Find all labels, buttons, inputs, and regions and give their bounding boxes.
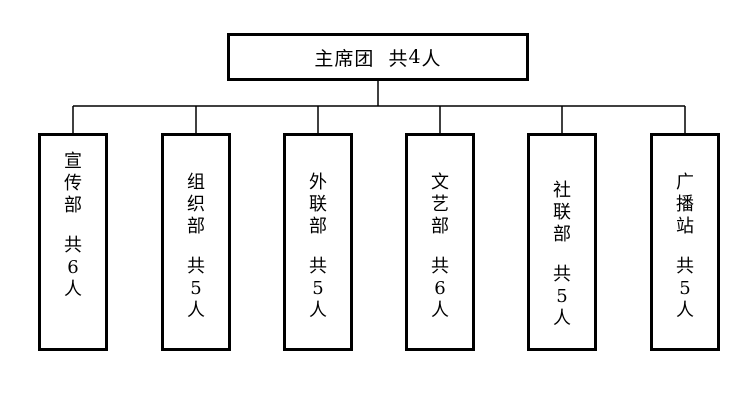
dept-count: 共 5 人	[309, 256, 327, 321]
dept-name: 宣 传 部	[64, 151, 82, 216]
root-node-name: 主席团	[314, 47, 375, 70]
dept-count: 共 6 人	[64, 235, 82, 300]
dept-count: 共 5 人	[553, 264, 571, 329]
dept-name: 文 艺 部	[431, 172, 449, 237]
dept-name: 社 联 部	[553, 180, 571, 245]
root-node-count-unit: 人	[421, 47, 442, 70]
dept-node-organization: 组 织 部 共 5 人	[161, 133, 231, 351]
dept-node-external-relations: 外 联 部 共 5 人	[283, 133, 353, 351]
root-node-presidium: 主席团 共 4 人	[227, 33, 529, 81]
dept-count: 共 5 人	[187, 256, 205, 321]
dept-count: 共 6 人	[431, 256, 449, 321]
dept-name: 组 织 部	[187, 172, 205, 237]
dept-node-propaganda: 宣 传 部 共 6 人	[38, 133, 108, 351]
dept-node-club-liaison: 社 联 部 共 5 人	[527, 133, 597, 351]
dept-node-broadcast-station: 广 播 站 共 5 人	[650, 133, 720, 351]
dept-node-arts: 文 艺 部 共 6 人	[405, 133, 475, 351]
dept-count: 共 5 人	[676, 256, 694, 321]
root-node-count-prefix: 共	[388, 47, 409, 70]
root-node-count: 4	[408, 46, 422, 68]
dept-name: 广 播 站	[676, 172, 694, 237]
dept-name: 外 联 部	[309, 172, 327, 237]
